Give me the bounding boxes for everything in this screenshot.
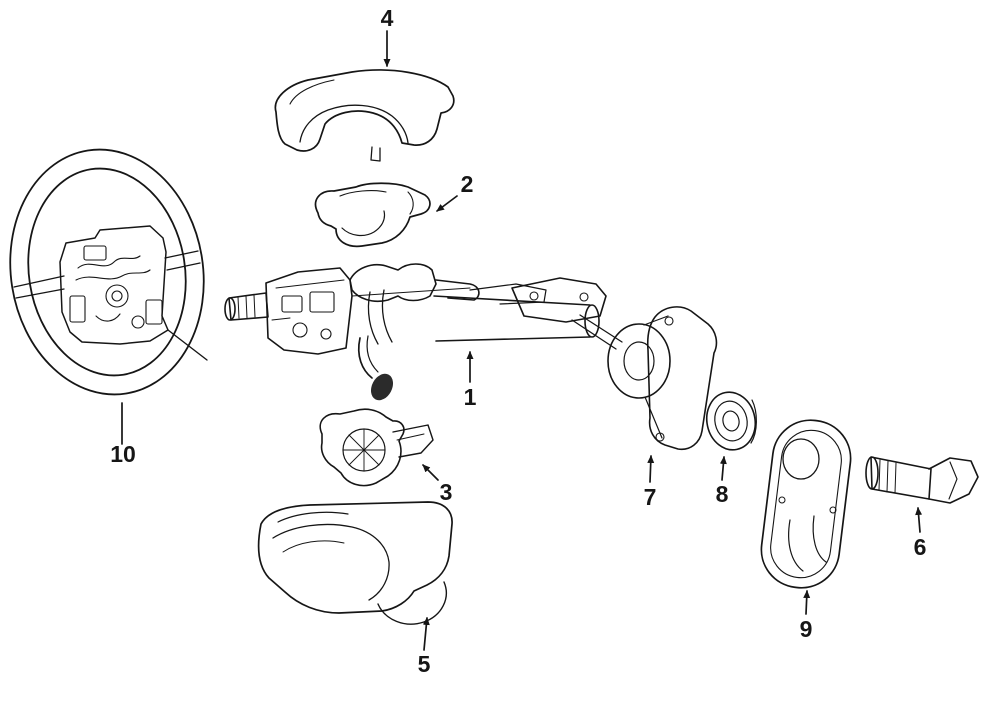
callout-leader-lines bbox=[121, 30, 923, 651]
callout-labels: 1 2 3 4 5 6 7 8 9 10 bbox=[110, 5, 926, 677]
steering-wheel-drawing bbox=[9, 148, 208, 396]
leader-6 bbox=[915, 507, 923, 533]
callout-label-9: 9 bbox=[800, 616, 813, 642]
leader-8 bbox=[719, 456, 727, 481]
callout-label-7: 7 bbox=[644, 484, 657, 510]
callout-label-1: 1 bbox=[464, 384, 477, 410]
callout-label-6: 6 bbox=[914, 534, 927, 560]
upper-column-cover-drawing bbox=[274, 69, 455, 162]
boot-and-flange-drawing bbox=[607, 306, 718, 451]
callout-label-8: 8 bbox=[716, 481, 729, 507]
lever-knob bbox=[370, 373, 394, 401]
lower-column-cover-drawing bbox=[257, 501, 453, 625]
callout-label-5: 5 bbox=[418, 651, 431, 677]
steering-column-assembly-drawing bbox=[224, 263, 623, 401]
callout-label-4: 4 bbox=[381, 5, 394, 31]
upper-shroud-piece-drawing bbox=[314, 182, 431, 248]
leader-7 bbox=[647, 455, 655, 483]
callout-label-3: 3 bbox=[440, 479, 453, 505]
bearing-drawing bbox=[705, 391, 757, 451]
lower-shroud-piece-drawing bbox=[319, 408, 434, 487]
callout-label-2: 2 bbox=[461, 171, 474, 197]
callout-label-10: 10 bbox=[110, 441, 136, 467]
leader-5 bbox=[422, 617, 430, 651]
leader-2 bbox=[436, 195, 458, 212]
intermediate-shaft-drawing bbox=[865, 456, 979, 504]
cover-plate-drawing bbox=[760, 419, 852, 589]
leader-9 bbox=[803, 590, 811, 615]
leader-3 bbox=[422, 464, 439, 481]
